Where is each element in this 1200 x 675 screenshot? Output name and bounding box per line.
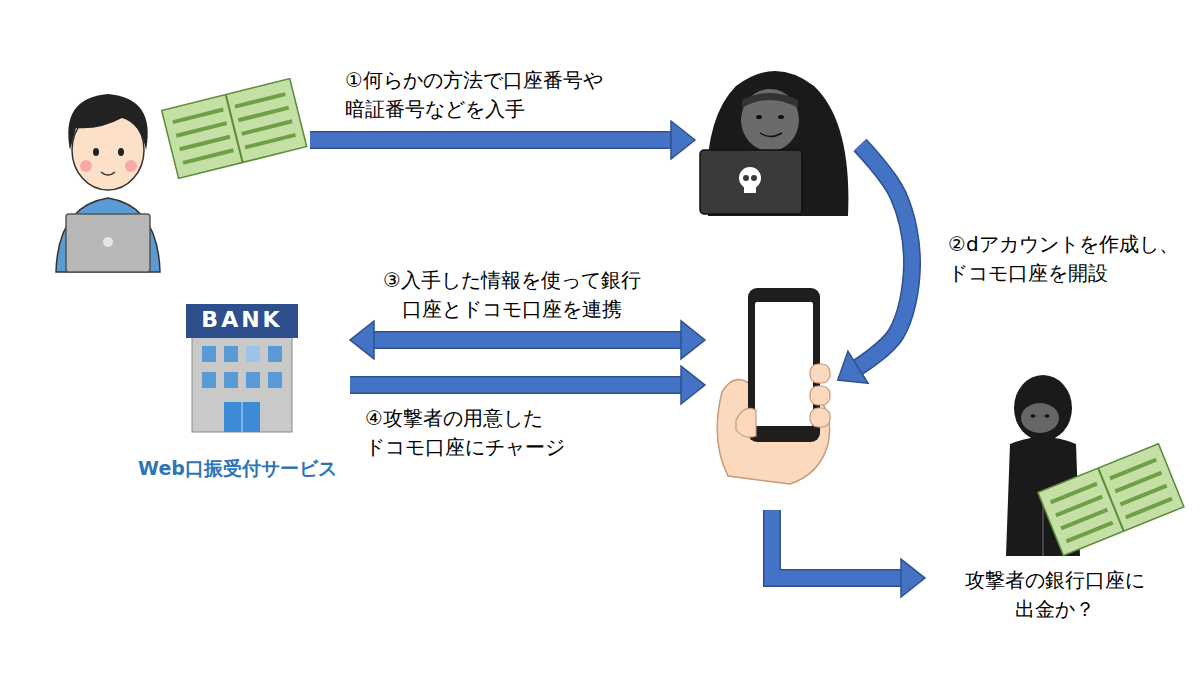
skull-eye [751, 175, 757, 181]
bank-door-line [241, 402, 243, 432]
attacker-eye [1031, 414, 1036, 418]
edge-label: ②dアカウントを作成し、 ドコモ口座を開設 [948, 230, 1198, 288]
flow-arrow [772, 510, 901, 578]
finger [810, 364, 830, 383]
bank-window [202, 346, 216, 362]
laptop-logo [103, 237, 113, 247]
victim-eye [93, 148, 99, 156]
finger [810, 408, 830, 427]
victim-body [56, 198, 160, 272]
bank-window [246, 372, 260, 388]
skull-jaw [744, 185, 756, 193]
phone-screen [755, 302, 813, 426]
passbook-lines [173, 94, 296, 163]
victim-eye [118, 148, 124, 156]
attacker-face [741, 89, 799, 151]
passbook-cover [1038, 444, 1184, 556]
arrow-outline [772, 510, 901, 578]
arrow-shaft [310, 132, 671, 147]
arrow-shaft [374, 332, 681, 347]
attacker-figure: 攻撃者の銀行口座に 出金か？ [925, 370, 1185, 625]
passbook-cover [162, 79, 307, 179]
victim-laptop [66, 214, 150, 272]
thumb [736, 408, 756, 437]
bank-window [246, 346, 260, 362]
arrow-shaft [858, 145, 912, 367]
bank-window [268, 346, 282, 362]
smartphone-illustration [717, 288, 830, 484]
passbook-illustration [162, 79, 307, 179]
edge-label: ③入手した情報を使って銀行 口座とドコモ口座を連携 [352, 266, 672, 324]
bank-sign-text: BANK [186, 305, 298, 335]
victim-hair [68, 94, 147, 150]
smartphone-node [705, 282, 840, 510]
bank-window [224, 346, 238, 362]
bank-sign [186, 304, 298, 338]
bank-door [224, 402, 260, 432]
arrow-shaft [350, 377, 681, 392]
skull-eye [743, 175, 749, 181]
bank-node: BANKWeb口振受付サービス [125, 300, 350, 485]
flow-arrow [374, 339, 681, 340]
flow-arrow [350, 384, 681, 385]
passbook-lines [1051, 460, 1172, 542]
edge-label: ①何らかの方法で口座番号や 暗証番号などを入手 [345, 66, 645, 124]
passbook-illustration [1038, 444, 1184, 556]
flow-arrow [858, 145, 912, 367]
arrow-shaft [772, 510, 901, 578]
attacker-shadow [742, 93, 798, 108]
attacker-face [1021, 403, 1059, 433]
phone-body [748, 288, 820, 442]
arrow-outline [310, 131, 671, 149]
bank-building [192, 334, 292, 432]
arrow-outline [858, 145, 912, 367]
victim-cheek [80, 160, 92, 172]
arrow-outline [374, 331, 681, 349]
bank-window [202, 372, 216, 388]
flow-arrow [310, 139, 671, 140]
service-name: Web口振受付サービス [115, 455, 360, 481]
edge-label: ④攻撃者の用意した ドコモ口座にチャージ [365, 404, 605, 462]
bank-window [268, 372, 282, 388]
attacker-mouth [760, 133, 782, 137]
victim-cheek [125, 160, 137, 172]
attacker-figure [695, 55, 860, 220]
person-figure [40, 75, 310, 275]
victim-mouth [101, 172, 115, 175]
attacker-hood [1014, 375, 1072, 441]
attacker-illustration [700, 71, 848, 216]
attacker-laptop [700, 150, 802, 214]
arrow-outline [350, 376, 681, 394]
bank-illustration [186, 304, 298, 432]
node-caption: 攻撃者の銀行口座に 出金か？ [945, 566, 1165, 624]
attacker-eye [1045, 414, 1050, 418]
bank-window [224, 372, 238, 388]
victim-illustration [56, 94, 160, 272]
attacker-eye [756, 115, 762, 119]
finger [810, 386, 830, 405]
attacker-eye [778, 115, 784, 119]
